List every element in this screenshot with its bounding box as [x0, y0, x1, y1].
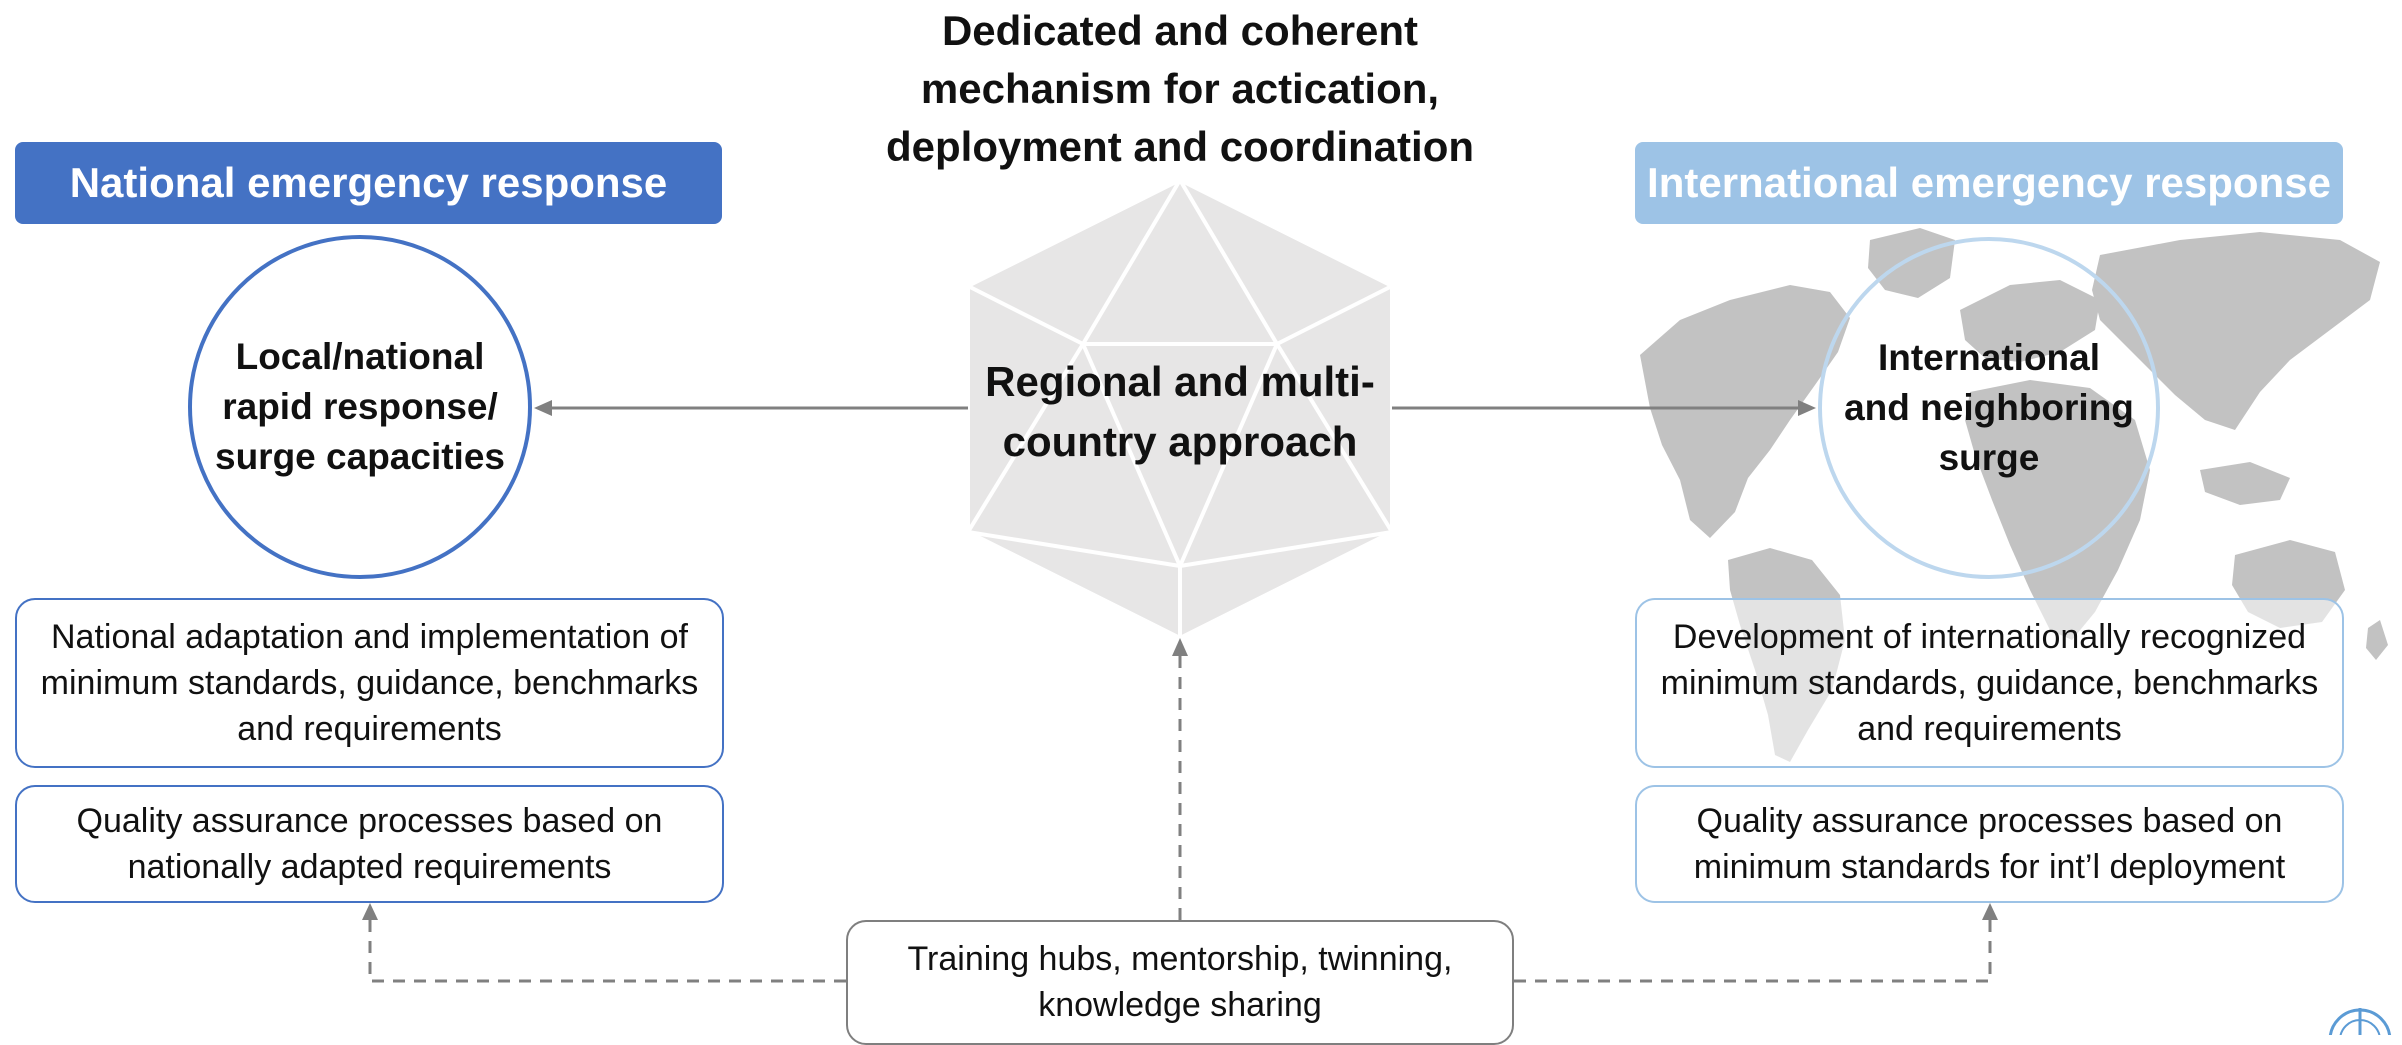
international-quality-box: Quality assurance processes based on min…	[1635, 785, 2344, 903]
national-quality-box: Quality assurance processes based on nat…	[15, 785, 724, 903]
national-circle-line-1: Local/national	[235, 336, 485, 377]
regional-approach-label: Regional and multi- country approach	[960, 352, 1400, 472]
center-line-1: Regional and multi-	[985, 358, 1375, 405]
international-response-header: International emergency response	[1635, 142, 2343, 224]
arrowhead-international-quality	[1982, 903, 1998, 920]
national-circle-line-3: surge capacities	[215, 436, 505, 477]
international-circle-line-3: surge	[1938, 437, 2040, 478]
international-circle-line-1: International	[1877, 337, 2101, 378]
title-line-2: mechanism for actication,	[920, 65, 1440, 112]
national-circle-line-2: rapid response/	[222, 386, 498, 427]
polyhedron-shape	[966, 177, 1394, 641]
dash-to-national-quality	[368, 915, 846, 983]
international-quality-text: Quality assurance processes based on min…	[1693, 802, 2286, 886]
mechanism-title: Dedicated and coherent mechanism for act…	[840, 2, 1520, 176]
training-line-2: knowledge sharing	[1038, 986, 1322, 1024]
arrowhead-center	[1172, 638, 1188, 656]
international-standards-text: Development of internationally recognize…	[1660, 618, 2319, 748]
training-line-1: Training hubs, mentorship, twinning,	[907, 940, 1453, 978]
national-response-header: National emergency response	[15, 142, 722, 224]
training-hubs-box: Training hubs, mentorship, twinning, kno…	[846, 920, 1514, 1045]
map-new-zealand	[2366, 620, 2388, 660]
national-standards-text: National adaptation and implementation o…	[40, 618, 699, 748]
international-surge-circle: International and neighboring surge	[1818, 237, 2160, 579]
map-asia	[2092, 232, 2380, 430]
map-north-america	[1640, 285, 1850, 538]
national-standards-box: National adaptation and implementation o…	[15, 598, 724, 768]
map-sea-islands	[2200, 462, 2290, 505]
arrowhead-national	[534, 400, 552, 416]
who-emblem-icon	[2328, 1008, 2392, 1035]
title-line-1: Dedicated and coherent	[941, 7, 1419, 54]
dash-to-international-quality	[1514, 915, 1992, 983]
center-line-2: country approach	[1002, 418, 1358, 465]
arrowhead-international	[1798, 400, 1816, 416]
international-circle-line-2: and neighboring	[1844, 387, 2134, 428]
national-quality-text: Quality assurance processes based on nat…	[76, 802, 663, 886]
connector-arrows	[362, 400, 1998, 983]
international-standards-box: Development of internationally recognize…	[1635, 598, 2344, 768]
title-line-3: deployment and coordination	[885, 123, 1475, 170]
national-surge-circle: Local/national rapid response/ surge cap…	[188, 235, 532, 579]
arrowhead-national-quality	[362, 903, 378, 920]
